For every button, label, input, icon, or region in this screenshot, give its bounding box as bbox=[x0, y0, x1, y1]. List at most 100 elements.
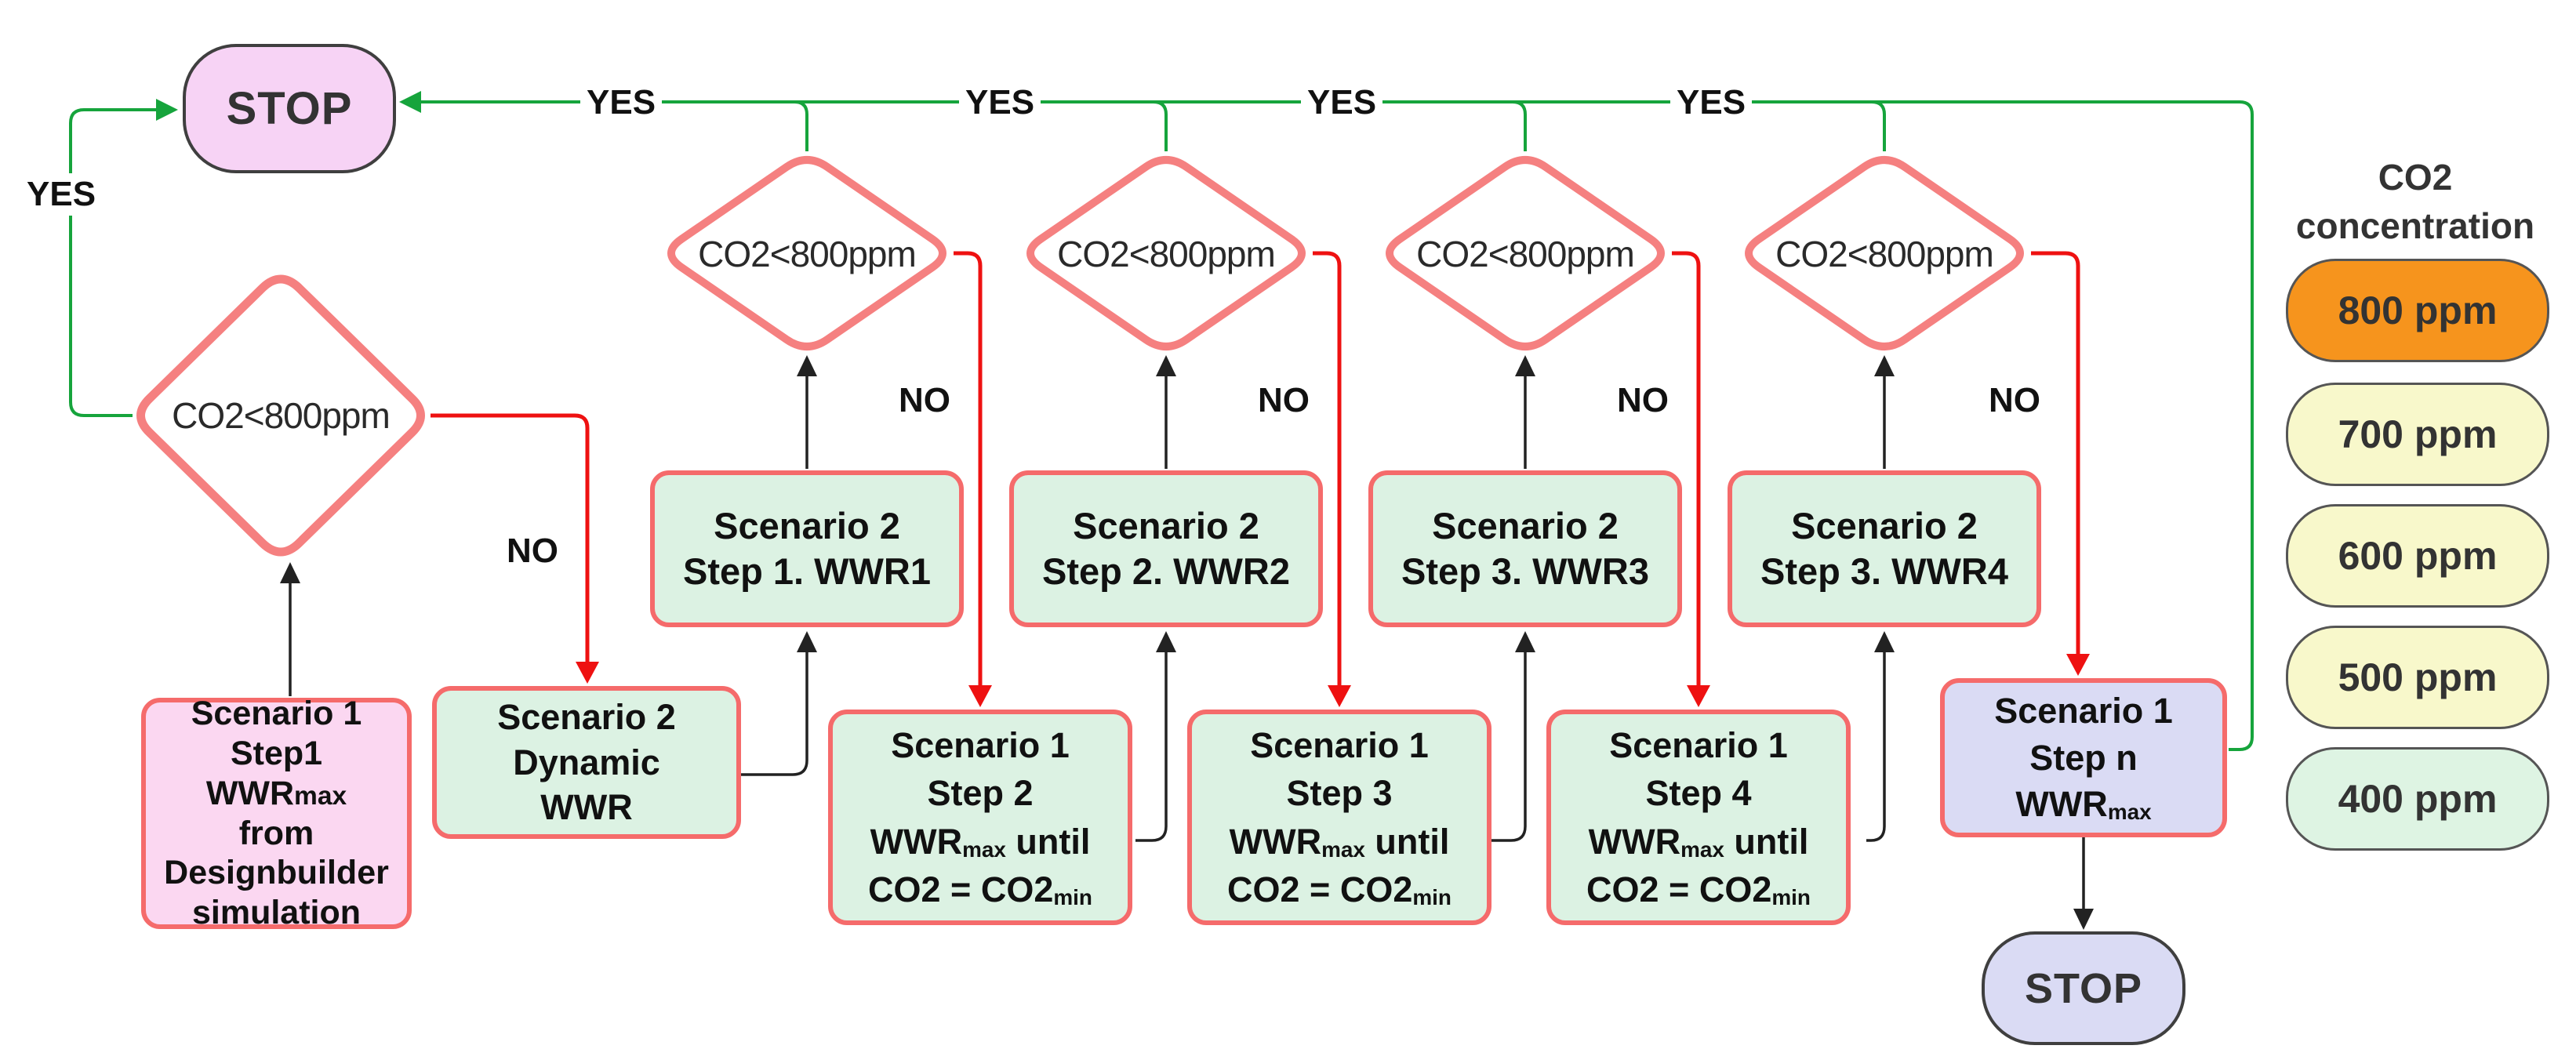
decision-diamond-2 bbox=[667, 156, 946, 350]
stop-top-label: STOP bbox=[226, 83, 353, 134]
s1s2-line2: Step 2 bbox=[927, 773, 1034, 814]
dyn-line2: Dynamic bbox=[513, 742, 660, 782]
no-label-3: NO bbox=[1252, 379, 1316, 422]
wwr4-line2: Step 3. WWR4 bbox=[1760, 550, 2008, 592]
scenario1-step1-box: Scenario 1 Step1 WWRmax from Designbuild… bbox=[141, 695, 412, 931]
scenario1-stepn-box: Scenario 1 Step n WWRmax bbox=[1940, 678, 2227, 837]
scenario2-wwr2-box: Scenario 2 Step 2. WWR2 bbox=[1009, 470, 1323, 627]
line-dynamic-to-box1 bbox=[741, 652, 808, 776]
arrow-step4-to-box4 bbox=[1874, 631, 1895, 652]
arrow-dynamic-to-box1 bbox=[797, 631, 817, 652]
s1s3-line2: Step 3 bbox=[1286, 773, 1393, 814]
yes-branch-d4 bbox=[1512, 100, 1527, 151]
no-path-d1 bbox=[431, 413, 590, 664]
yes-label-1: YES bbox=[580, 82, 663, 124]
no-path-d4 bbox=[1672, 251, 1701, 688]
dyn-line1: Scenario 2 bbox=[497, 697, 676, 738]
no-label-4: NO bbox=[1611, 379, 1675, 422]
decision-label-2: CO2<800ppm bbox=[698, 234, 917, 274]
yes-label-3: YES bbox=[1301, 82, 1383, 124]
no-label-5: NO bbox=[1982, 379, 2047, 422]
stop-node-top: STOP bbox=[183, 44, 396, 173]
no-arrow-d3 bbox=[1328, 685, 1351, 707]
wwr1-line2: Step 1. WWR1 bbox=[683, 550, 931, 592]
s1s3-line3: WWRmax until bbox=[1229, 821, 1450, 862]
arrow-into-stop-right bbox=[399, 91, 421, 113]
legend-pill-700: 700 ppm bbox=[2286, 383, 2549, 486]
s1s2-line4: CO2 = CO2min bbox=[868, 869, 1092, 909]
scenario2-wwr3-box: Scenario 2 Step 3. WWR3 bbox=[1368, 470, 1682, 627]
no-arrow-d5 bbox=[2066, 654, 2090, 676]
s1s1-line6: simulation bbox=[191, 893, 362, 931]
legend-pill-700-label: 700 ppm bbox=[2338, 412, 2498, 456]
legend-title-line1: CO2 bbox=[2378, 157, 2453, 198]
wwr3-line1: Scenario 2 bbox=[1432, 504, 1619, 546]
line-step3-to-box3 bbox=[1491, 652, 1527, 842]
legend-title: CO2 concentration bbox=[2266, 153, 2564, 250]
arrow-step3-to-box3 bbox=[1515, 631, 1535, 652]
wwr4-line1: Scenario 2 bbox=[1791, 504, 1978, 546]
arrow-step2-to-box2 bbox=[1156, 631, 1176, 652]
arrow-box1-to-d2 bbox=[797, 355, 817, 376]
legend-title-line2: concentration bbox=[2295, 205, 2535, 247]
yes-label-left: YES bbox=[20, 173, 103, 216]
wwr1-line1: Scenario 2 bbox=[714, 504, 900, 546]
arrow-pink-to-d1 bbox=[280, 562, 300, 583]
legend-pill-400: 400 ppm bbox=[2286, 747, 2549, 851]
scenario2-wwr1-box: Scenario 2 Step 1. WWR1 bbox=[650, 470, 964, 627]
legend-pill-500-label: 500 ppm bbox=[2338, 655, 2498, 699]
legend-pill-800: 800 ppm bbox=[2286, 259, 2549, 362]
stop-node-bottom: STOP bbox=[1982, 931, 2185, 1045]
stepn-line1: Scenario 1 bbox=[1994, 691, 2173, 731]
yes-label-4: YES bbox=[1670, 82, 1753, 124]
dyn-line3: WWR bbox=[540, 787, 633, 828]
legend-pill-400-label: 400 ppm bbox=[2338, 777, 2498, 821]
decision-diamond-4 bbox=[1386, 156, 1665, 350]
no-path-d2 bbox=[954, 251, 983, 688]
arrow-stepn-to-stop bbox=[2073, 909, 2094, 930]
arrow-box3-to-d4 bbox=[1515, 355, 1535, 376]
s1s1-line1: Scenario 1 bbox=[191, 695, 362, 733]
legend-pill-600-label: 600 ppm bbox=[2338, 534, 2498, 578]
stepn-line3: WWRmax bbox=[2015, 784, 2152, 825]
yes-label-2: YES bbox=[959, 82, 1041, 124]
wwr2-line1: Scenario 2 bbox=[1073, 504, 1259, 546]
legend-pill-800-label: 800 ppm bbox=[2338, 289, 2498, 332]
s1s1-line5: Designbuilder bbox=[164, 854, 389, 892]
s1s4-line3: WWRmax until bbox=[1588, 821, 1809, 862]
yes-branch-d5 bbox=[1871, 100, 1886, 151]
s1s4-line1: Scenario 1 bbox=[1609, 725, 1788, 766]
scenario2-dynamic-box: Scenario 2 Dynamic WWR bbox=[432, 686, 741, 839]
s1s1-line2: Step1 bbox=[230, 735, 323, 773]
decision-diamond-3 bbox=[1026, 156, 1306, 350]
s1s2-line3: WWRmax until bbox=[870, 821, 1091, 862]
no-arrow-d4 bbox=[1687, 685, 1710, 707]
legend-pill-500: 500 ppm bbox=[2286, 626, 2549, 729]
wwr3-line2: Step 3. WWR3 bbox=[1401, 550, 1649, 592]
decision-label-3: CO2<800ppm bbox=[1057, 234, 1276, 274]
yes-bus-line bbox=[402, 100, 2254, 751]
no-arrow-d1 bbox=[576, 662, 599, 684]
decision-label-1: CO2<800ppm bbox=[172, 395, 391, 436]
no-arrow-d2 bbox=[968, 685, 992, 707]
wwr2-line2: Step 2. WWR2 bbox=[1042, 550, 1290, 592]
decision-label-5: CO2<800ppm bbox=[1775, 234, 1994, 274]
yes-branch-d2 bbox=[794, 100, 808, 151]
s1s2-line1: Scenario 1 bbox=[891, 725, 1070, 766]
line-step4-to-box4 bbox=[1866, 652, 1886, 842]
yes-branch-d3 bbox=[1153, 100, 1168, 151]
decision-diamond-5 bbox=[1745, 156, 2024, 350]
decision-diamond-1 bbox=[136, 274, 425, 557]
yes-left-loop bbox=[69, 108, 173, 417]
scenario1-step2-box: Scenario 1 Step 2 WWRmax until CO2 = CO2… bbox=[828, 710, 1132, 925]
s1s4-line2: Step 4 bbox=[1645, 773, 1752, 814]
s1s4-line4: CO2 = CO2min bbox=[1586, 869, 1811, 909]
arrow-box2-to-d3 bbox=[1156, 355, 1176, 376]
arrow-box4-to-d5 bbox=[1874, 355, 1895, 376]
no-label-1: NO bbox=[500, 530, 565, 572]
s1s1-line3: WWRmax bbox=[205, 774, 347, 812]
decision-label-4: CO2<800ppm bbox=[1416, 234, 1635, 274]
s1s1-line4: from bbox=[238, 814, 314, 852]
